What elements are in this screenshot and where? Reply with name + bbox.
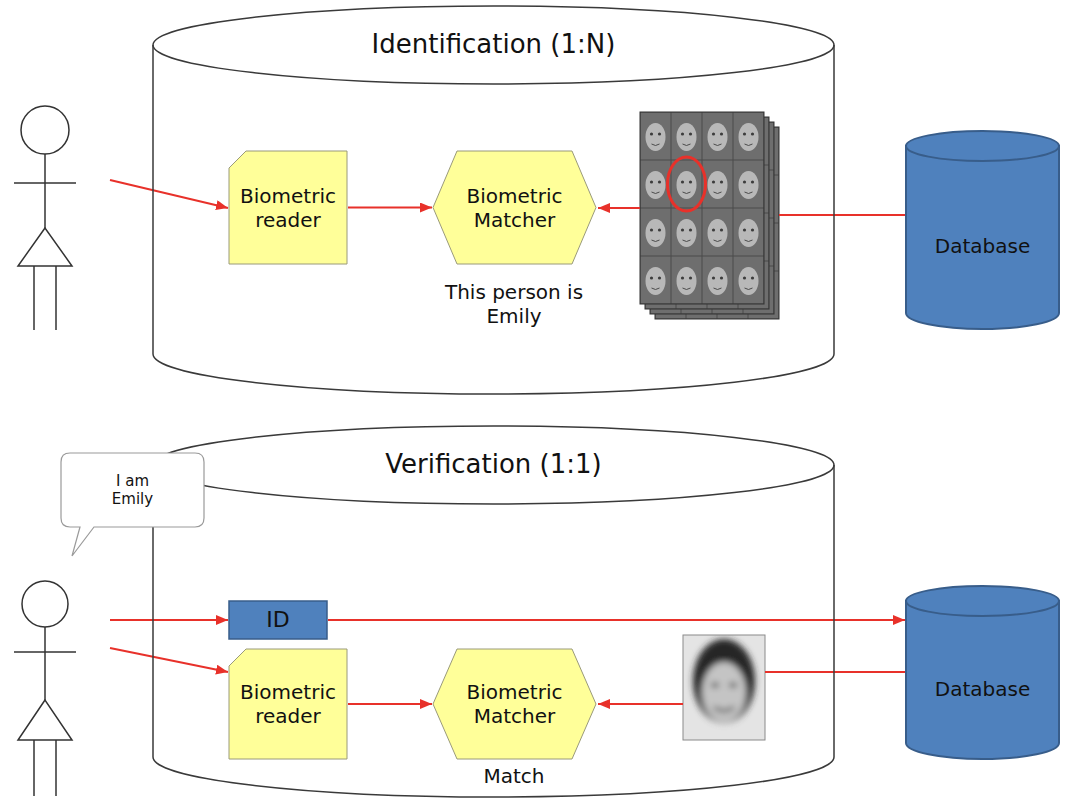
figure-leg bbox=[33, 740, 35, 796]
node-label: Biometric Matcher bbox=[459, 184, 571, 232]
claim-arrow bbox=[110, 619, 228, 621]
flow-arrow bbox=[348, 703, 432, 705]
figure-head bbox=[22, 581, 68, 627]
match-result: Match bbox=[483, 764, 544, 788]
database-link bbox=[779, 214, 905, 216]
database-cylinder-outline bbox=[905, 130, 1060, 330]
face-template-eye bbox=[711, 683, 719, 688]
face-gallery-front bbox=[640, 112, 764, 304]
hexagon-shape bbox=[433, 151, 596, 264]
face-template bbox=[683, 635, 765, 740]
database-cylinder: Database bbox=[905, 585, 1060, 760]
match-highlight-circle bbox=[668, 157, 706, 211]
cylinder-top bbox=[153, 6, 834, 84]
biometric-matcher-hexagon: Biometric Matcher bbox=[432, 648, 597, 760]
person-figure bbox=[14, 581, 76, 796]
biometric-matcher-hexagon: Biometric Matcher bbox=[432, 150, 597, 265]
flow-arrow bbox=[328, 619, 905, 621]
database-top bbox=[906, 586, 1059, 616]
speech-bubble: I am Emily bbox=[60, 452, 205, 528]
identification-cylinder: Identification (1:N) Biometric reader Biom… bbox=[152, 5, 835, 395]
result-caption: This person is Emily bbox=[429, 280, 599, 328]
rect-shape bbox=[229, 601, 327, 639]
figure-leg bbox=[55, 740, 57, 796]
capture-arrow bbox=[110, 648, 228, 672]
face-template-hair bbox=[693, 639, 755, 723]
figure-arms bbox=[14, 182, 76, 184]
id-box: ID bbox=[228, 600, 328, 640]
person-figure bbox=[14, 106, 76, 330]
face-template-skin bbox=[702, 662, 746, 722]
bubble-shape bbox=[61, 453, 204, 556]
face-gallery-sheet bbox=[640, 112, 764, 304]
figure-skirt bbox=[18, 700, 72, 740]
flow-arrow bbox=[348, 207, 432, 209]
database-body bbox=[906, 601, 1059, 759]
face-template-frame bbox=[683, 635, 765, 740]
card-shape bbox=[229, 151, 347, 264]
database-cylinder: Database bbox=[905, 130, 1060, 330]
cylinder-body bbox=[153, 45, 834, 394]
figure-leg bbox=[55, 266, 57, 330]
database-body bbox=[906, 146, 1059, 329]
figure-body bbox=[44, 154, 46, 228]
biometric-reader-box: Biometric reader bbox=[228, 150, 348, 265]
database-link bbox=[765, 671, 905, 673]
region-title: Verification (1:1) bbox=[152, 449, 835, 480]
node-label: Database bbox=[935, 234, 1030, 258]
face-template-mouth bbox=[714, 707, 734, 711]
face-template-ground bbox=[683, 635, 765, 740]
figure-skirt bbox=[18, 228, 72, 266]
card-shape bbox=[229, 649, 347, 759]
face-template-eye bbox=[729, 683, 737, 688]
database-cylinder-outline bbox=[905, 585, 1060, 760]
node-label: Biometric reader bbox=[232, 680, 344, 728]
node-label: Biometric Matcher bbox=[459, 680, 571, 728]
result-caption-holder: This person is Emily bbox=[404, 280, 624, 328]
cylinder-top bbox=[153, 426, 834, 504]
cylinder-body bbox=[153, 465, 834, 797]
figure-head bbox=[21, 106, 69, 154]
node-label: Database bbox=[935, 677, 1030, 701]
node-label: Biometric reader bbox=[232, 184, 344, 232]
match-result-holder: Match bbox=[404, 764, 624, 788]
figure-arms bbox=[14, 651, 76, 653]
biometric-reader-box: Biometric reader bbox=[228, 648, 348, 760]
database-top bbox=[906, 131, 1059, 161]
figure-leg bbox=[33, 266, 35, 330]
template-arrow bbox=[598, 207, 640, 209]
region-title: Identification (1:N) bbox=[152, 29, 835, 60]
figure-body bbox=[44, 627, 46, 700]
verification-cylinder: Verification (1:1) ID Biometric reader Biom… bbox=[152, 425, 835, 798]
node-label: I am Emily bbox=[101, 472, 165, 508]
hexagon-shape bbox=[433, 649, 596, 759]
template-arrow bbox=[598, 703, 683, 705]
node-label: ID bbox=[266, 607, 289, 633]
capture-arrow bbox=[110, 180, 228, 208]
